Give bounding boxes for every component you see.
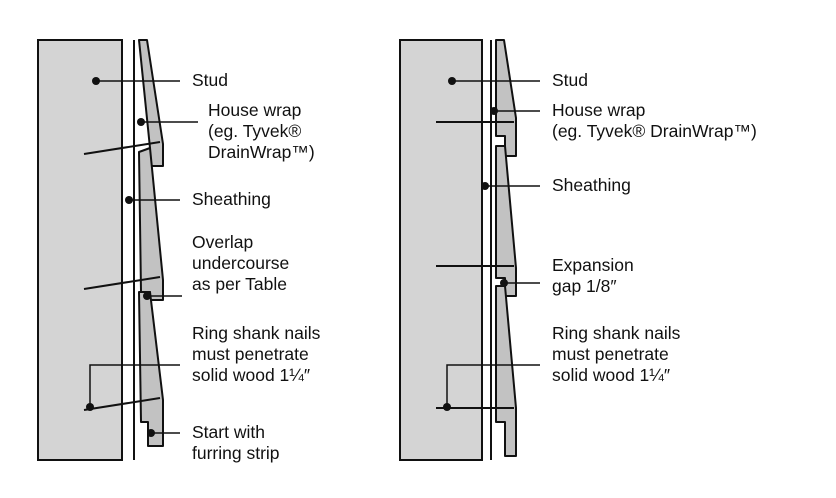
- left-overlap-label: Overlap undercourse as per Table: [192, 232, 290, 294]
- left-nail-bottom: [83, 397, 161, 411]
- left-start-label: Start with furring strip: [192, 422, 280, 463]
- left-nail-middle: [83, 276, 161, 290]
- right-house-wrap-label: House wrap (eg. Tyvek® DrainWrap™): [552, 100, 757, 141]
- right-nails-leader: [446, 364, 540, 407]
- left-nails-leader: [89, 364, 180, 407]
- left-stud: [37, 39, 123, 461]
- right-stud: [399, 39, 483, 461]
- right-diagram: [399, 39, 540, 461]
- right-nails-label: Ring shank nails must penetrate solid wo…: [552, 323, 681, 385]
- left-nail-top: [83, 141, 161, 155]
- left-stud-label: Stud: [192, 70, 228, 90]
- right-sheathing-label: Sheathing: [552, 175, 631, 195]
- left-nails-label: Ring shank nails must penetrate solid wo…: [192, 323, 321, 385]
- right-siding-course-bottom: [495, 285, 517, 457]
- right-siding-course-top: [495, 39, 517, 157]
- left-sheathing-label: Sheathing: [192, 189, 271, 209]
- left-diagram: [37, 39, 198, 461]
- left-siding-course-top: [138, 39, 164, 167]
- right-stud-label: Stud: [552, 70, 588, 90]
- right-siding-course-middle: [495, 145, 517, 297]
- left-siding-course-bottom: [138, 291, 164, 447]
- left-house-wrap-label: House wrap (eg. Tyvek® DrainWrap™): [208, 100, 315, 162]
- right-expansion-label: Expansion gap 1/8″: [552, 255, 634, 296]
